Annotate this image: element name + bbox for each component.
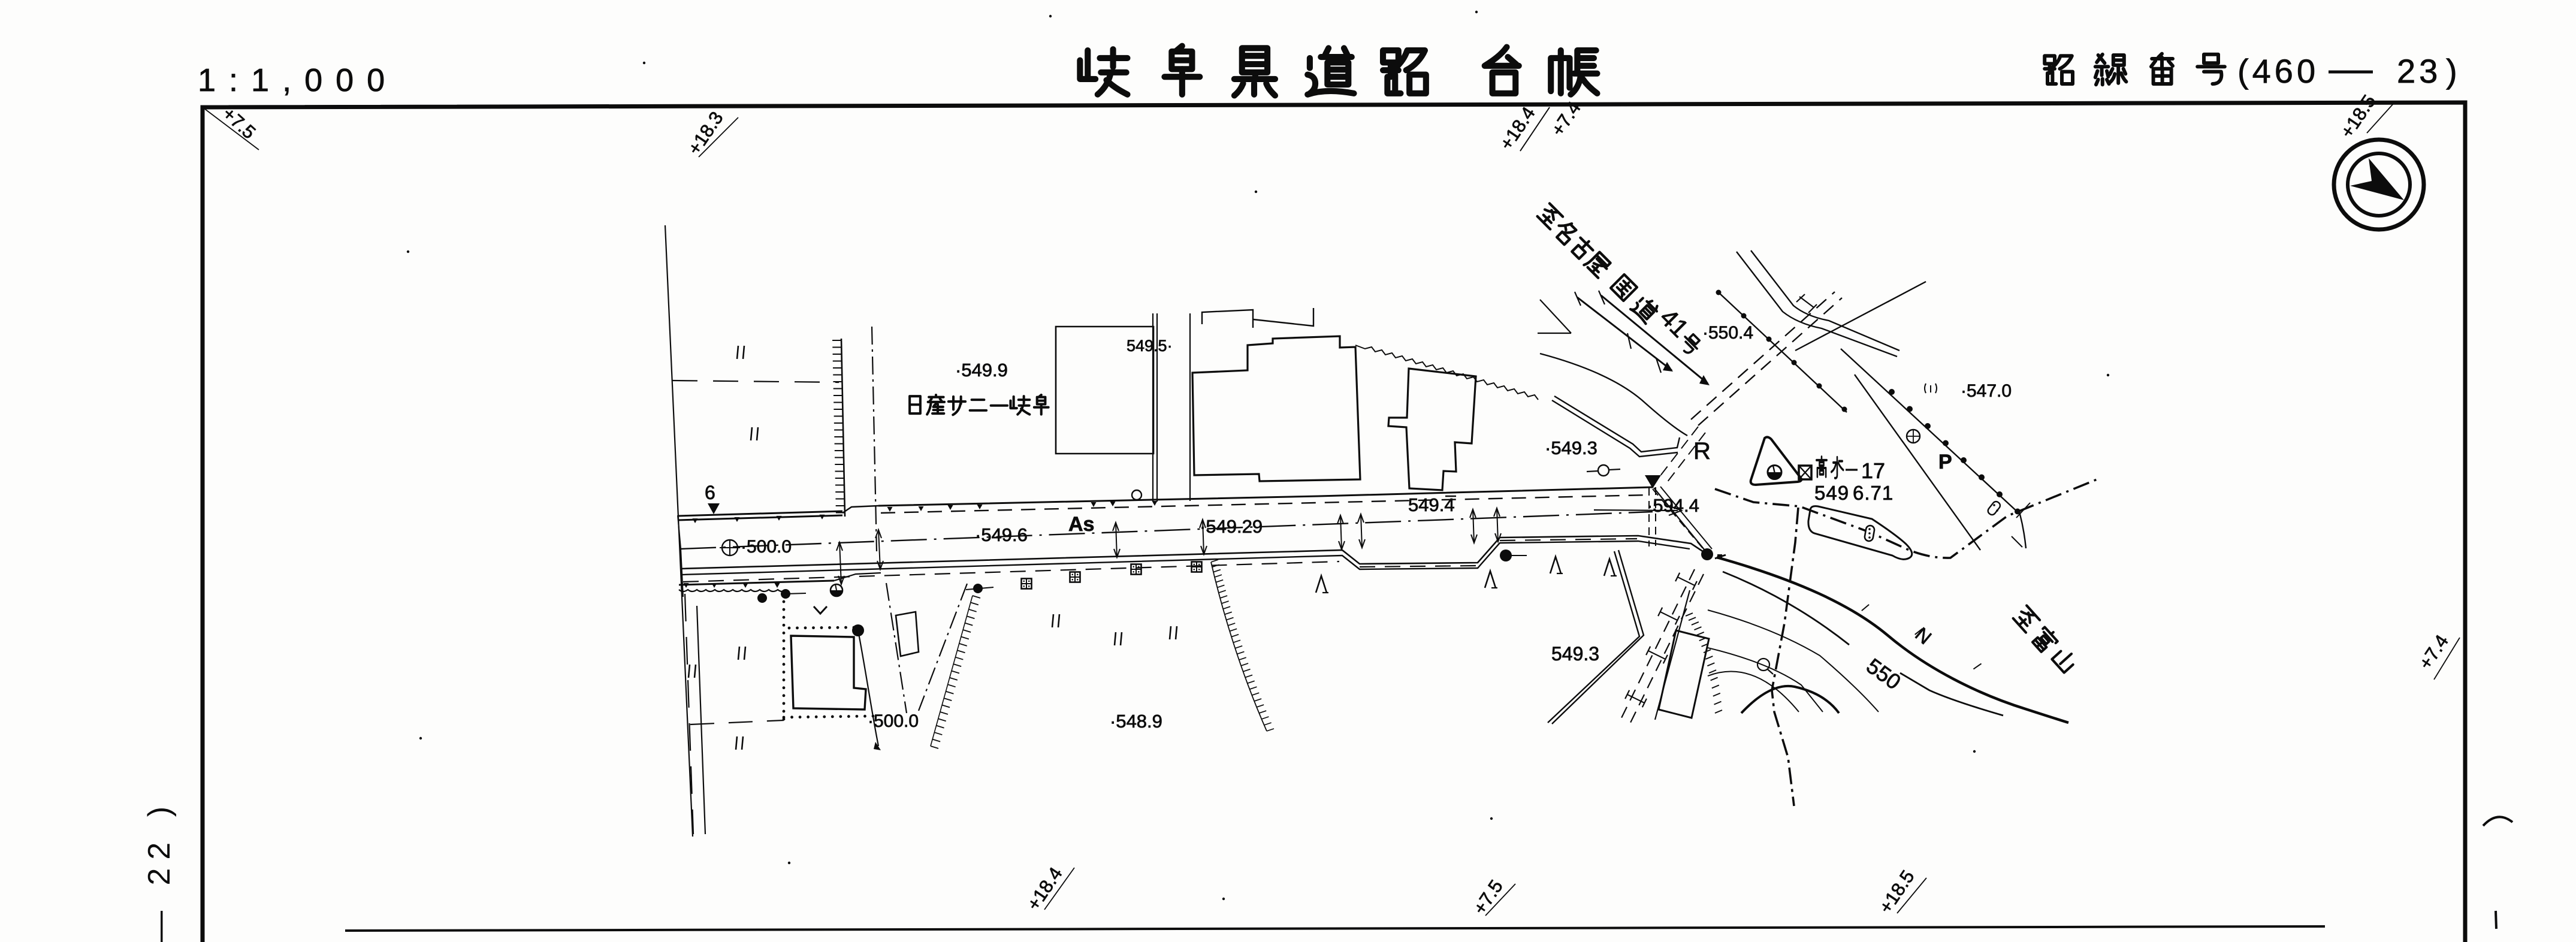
svg-text:·594.4: ·594.4 bbox=[1647, 495, 1699, 516]
svg-text:549.4: 549.4 bbox=[1408, 494, 1455, 515]
svg-text:(460: (460 bbox=[2237, 52, 2319, 90]
svg-text:·549.6: ·549.6 bbox=[975, 524, 1028, 545]
svg-text:549.5·: 549.5· bbox=[1127, 337, 1173, 355]
svg-text:·550.4: ·550.4 bbox=[1702, 323, 1753, 343]
svg-text:·500.0: ·500.0 bbox=[741, 537, 792, 557]
svg-text:P: P bbox=[1938, 451, 1952, 473]
svg-text:·547.0: ·547.0 bbox=[1961, 381, 2012, 401]
svg-text:1:1,000: 1:1,000 bbox=[198, 62, 398, 98]
svg-text:As: As bbox=[1068, 513, 1094, 536]
svg-text:): ) bbox=[2446, 52, 2457, 90]
svg-text:17: 17 bbox=[1861, 458, 1885, 483]
svg-text:·549.3: ·549.3 bbox=[1545, 437, 1597, 458]
svg-text:549: 549 bbox=[1814, 482, 1849, 504]
svg-text:·500.0: ·500.0 bbox=[868, 711, 919, 731]
svg-text:6: 6 bbox=[705, 482, 715, 503]
svg-text:549.3: 549.3 bbox=[1551, 643, 1599, 665]
svg-text:— 22 ): — 22 ) bbox=[142, 798, 177, 942]
svg-text:R: R bbox=[1693, 438, 1711, 464]
svg-text:·549.9: ·549.9 bbox=[955, 360, 1008, 381]
svg-text:·548.9: ·548.9 bbox=[1110, 711, 1162, 732]
svg-text:6.71: 6.71 bbox=[1853, 482, 1894, 504]
svg-text:·549.29: ·549.29 bbox=[1200, 516, 1263, 537]
svg-text:23: 23 bbox=[2397, 52, 2441, 90]
